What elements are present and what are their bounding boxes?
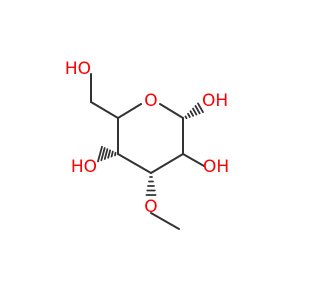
bond-c3-c4 bbox=[117, 153, 152, 174]
bond-o3-methyl bbox=[150, 212, 180, 230]
anomeric-hydroxyl-label: OH bbox=[202, 91, 228, 111]
c2-hydroxyl-label: OH bbox=[203, 157, 229, 177]
c4-hydroxyl-label: HO bbox=[71, 157, 97, 177]
bond-ring-o-c1 bbox=[159, 103, 184, 119]
bond-c2-c3 bbox=[150, 153, 184, 174]
bond-c2-o2 bbox=[182, 153, 205, 167]
molecule-structure: O OH OH HO HO O bbox=[65, 59, 229, 230]
hashed-wedge-c3-o bbox=[145, 176, 157, 196]
c6-hydroxyl-label: HO bbox=[65, 59, 91, 79]
methoxy-oxygen-label: O bbox=[144, 197, 157, 217]
bond-c5-c6 bbox=[90, 101, 119, 119]
bond-c5-ring-o bbox=[117, 103, 142, 119]
ring-oxygen-label: O bbox=[144, 91, 157, 111]
hashed-wedge-c1-oh bbox=[184, 102, 204, 120]
hashed-wedge-c4-oh bbox=[97, 145, 117, 163]
